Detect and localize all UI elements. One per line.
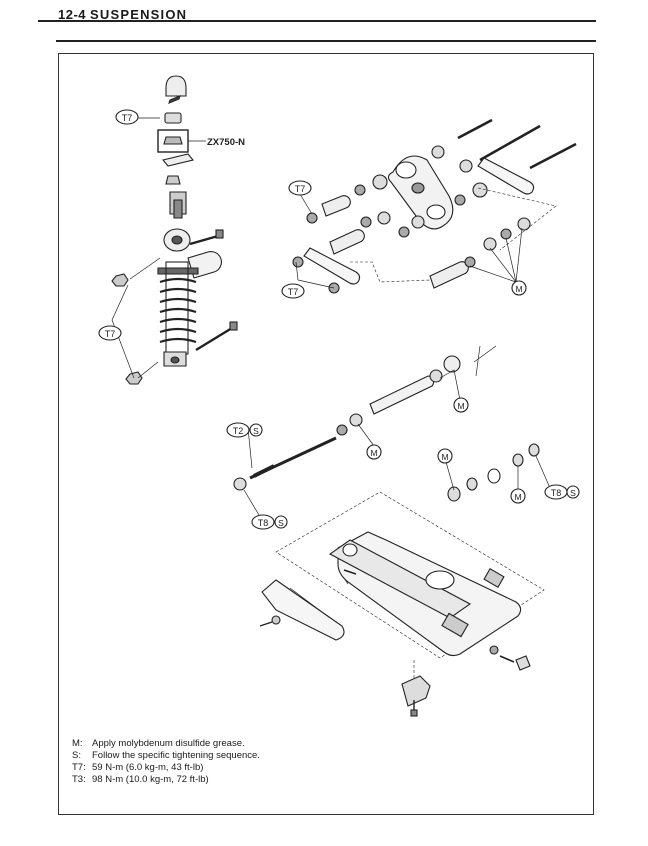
callout-t7-link-lower: T7	[281, 283, 305, 299]
svg-text:M: M	[515, 284, 522, 294]
page-header: 12-4 SUSPENSION	[38, 4, 598, 24]
linkage-group	[292, 118, 577, 294]
page-title: SUSPENSION	[90, 7, 188, 22]
callout-m-right-upper: M	[437, 448, 453, 464]
svg-text:T2: T2	[233, 426, 244, 436]
callout-t2-s: T2 S	[226, 422, 263, 438]
callout-m-right-lower: M	[510, 488, 526, 504]
pivot-shaft-group	[233, 345, 551, 521]
diagram-frame	[58, 53, 594, 815]
svg-text:ZX750-N: ZX750-N	[207, 137, 245, 148]
svg-text:T8: T8	[551, 488, 562, 498]
callout-t7-top: T7	[115, 109, 139, 125]
shock-absorber-group	[111, 75, 238, 385]
legend: M: Apply molybdenum disulfide grease. S:…	[72, 738, 260, 786]
model-label: ZX750-N	[207, 137, 245, 148]
svg-text:M: M	[370, 448, 377, 458]
section-rule	[56, 40, 596, 42]
callout-t7-link-upper: T7	[288, 180, 312, 196]
svg-text:S: S	[278, 518, 284, 528]
svg-text:M: M	[457, 401, 464, 411]
legend-item-s: S: Follow the specific tightening sequen…	[72, 750, 260, 761]
header-rule	[38, 20, 596, 22]
callout-m-pivot: M	[453, 397, 469, 413]
swingarm-group	[259, 491, 545, 717]
legend-item-t3: T3: 98 N-m (10.0 kg-m, 72 ft-lb)	[72, 774, 209, 785]
svg-text:M: M	[514, 492, 521, 502]
svg-text:S: S	[253, 426, 259, 436]
callout-t7-shock-side: T7	[98, 325, 122, 341]
svg-text:T7: T7	[295, 184, 306, 194]
callout-t8-s-left: T8 S	[251, 514, 288, 530]
svg-text:T7: T7	[122, 113, 133, 123]
svg-text:S: S	[570, 488, 576, 498]
svg-text:M: M	[441, 452, 448, 462]
callout-m-shaft: M	[366, 444, 382, 460]
svg-text:T7: T7	[288, 287, 299, 297]
callout-t8-s-right: T8 S	[544, 484, 580, 500]
legend-item-m: M: Apply molybdenum disulfide grease.	[72, 738, 245, 749]
svg-text:T7: T7	[105, 329, 116, 339]
legend-item-t7: T7: 59 N-m (6.0 kg-m, 43 ft-lb)	[72, 762, 204, 773]
callout-m-link: M	[511, 280, 527, 296]
svg-text:T8: T8	[258, 518, 269, 528]
page-number: 12-4	[58, 7, 87, 22]
